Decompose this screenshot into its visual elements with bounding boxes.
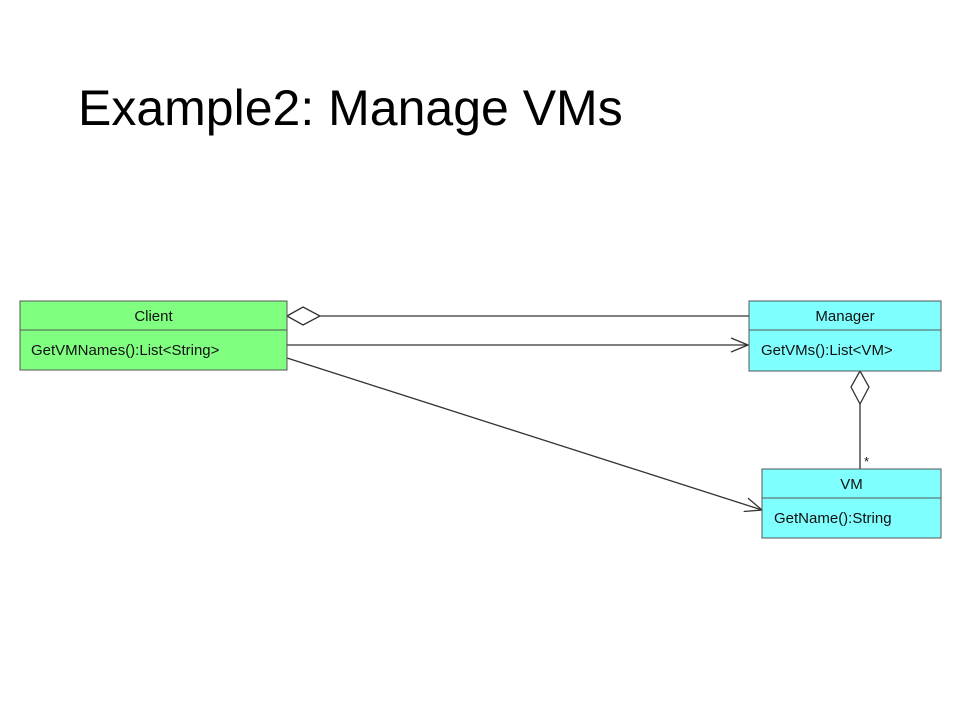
class-manager-name: Manager: [815, 308, 874, 325]
class-client-method: GetVMNames():List<String>: [31, 342, 220, 359]
class-client[interactable]: Client GetVMNames():List<String>: [19, 300, 288, 371]
slide-title: Example2: Manage VMs: [78, 80, 623, 136]
aggregation-diamond-manager: [850, 369, 870, 406]
class-manager-method: GetVMs():List<VM>: [761, 342, 893, 359]
dependency-client-vm: [286, 357, 764, 513]
aggregation-diamond-client: [285, 306, 322, 326]
aggregation-manager-vm: *: [850, 369, 870, 469]
multiplicity-label: *: [864, 454, 869, 469]
aggregation-client-manager: [285, 306, 749, 326]
class-manager[interactable]: Manager GetVMs():List<VM>: [748, 300, 942, 372]
class-vm-name: VM: [840, 476, 863, 493]
class-vm[interactable]: VM GetName():String: [761, 468, 942, 539]
class-vm-method: GetName():String: [774, 510, 892, 527]
class-client-name: Client: [134, 308, 173, 325]
